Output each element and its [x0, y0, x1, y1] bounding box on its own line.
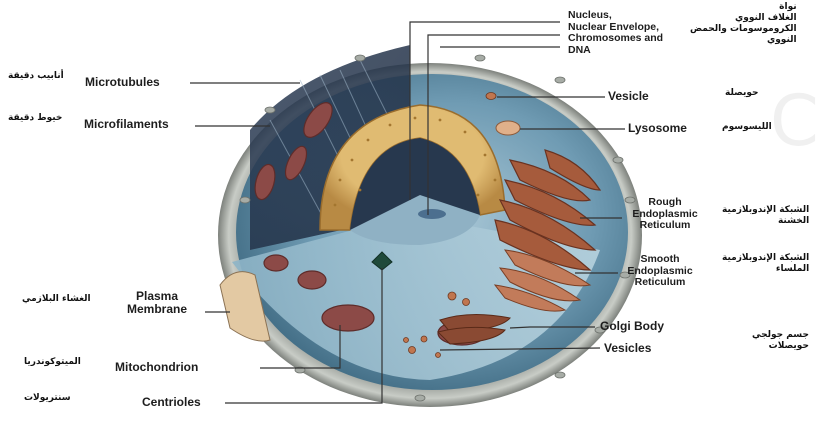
rough-er-ar-label: الشبكة الإندوبلازمية الخشنة [722, 205, 809, 227]
lysosome-ar-label: الليسوسوم [722, 122, 772, 133]
nucleus-ar-label: نواة الغلاف النووي الكروموسومات والحمض ا… [690, 2, 797, 46]
mitochondrion-5 [298, 271, 326, 289]
golgi-body-label: Golgi Body [600, 320, 664, 333]
smooth-er-label: Smooth Endoplasmic Reticulum [620, 254, 700, 289]
vesicles-label: Vesicles [604, 342, 651, 355]
mitochondrion-label: Mitochondrion [115, 361, 198, 374]
lysosome [496, 121, 520, 135]
lysosome-label: Lysosome [628, 122, 687, 135]
smooth-er-ar-label: الشبكة الإندوبلازمية الملساء [722, 253, 809, 275]
centrioles-label: Centrioles [142, 396, 201, 409]
nucleus-label: Nucleus, Nuclear Envelope, Chromosomes a… [568, 10, 663, 56]
rough-er-label: Rough Endoplasmic Reticulum [625, 197, 705, 232]
vesicle-label: Vesicle [608, 90, 649, 103]
microtubules-ar-label: أنابيب دقيقة [8, 71, 64, 82]
nucleolus [418, 209, 446, 219]
mitochondrion-6 [322, 305, 374, 331]
microfilaments-label: Microfilaments [84, 118, 169, 131]
vesicle [486, 93, 496, 100]
plasma-membrane-ar-label: الغشاء البلازمي [22, 294, 91, 305]
golgi-ar-label: جسم جولجي حويصلات [752, 330, 809, 352]
plasma-membrane-label: Plasma Membrane [112, 290, 202, 316]
mitochondrion-4 [264, 255, 288, 271]
centrioles-ar-label: سنتريولات [24, 393, 71, 404]
microtubules-label: Microtubules [85, 76, 160, 89]
microfilaments-ar-label: خيوط دقيقة [8, 113, 62, 124]
vesicle-ar-label: حويصلة [725, 88, 759, 99]
mitochondria-ar-label: الميتوكوندريا [24, 357, 81, 368]
